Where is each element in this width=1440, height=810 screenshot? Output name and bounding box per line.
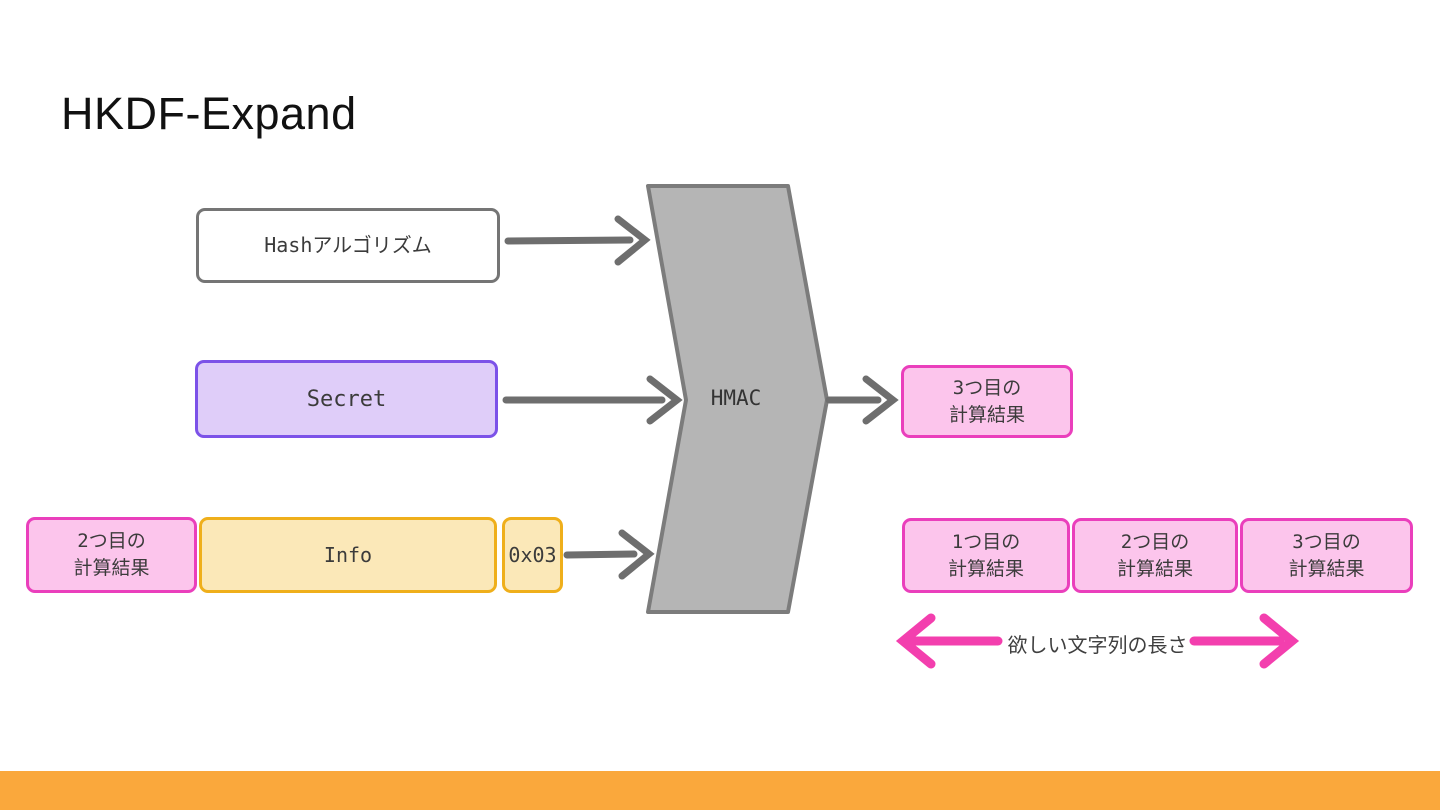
arrow-info-to-hmac (563, 529, 655, 580)
counter-byte-box: 0x03 (502, 517, 563, 593)
arrow-hmac-to-output (825, 375, 899, 425)
footer-accent-bar (0, 771, 1440, 810)
slide-title: HKDF-Expand (61, 88, 357, 139)
output-result-box: 3つ目の 計算結果 (901, 365, 1073, 438)
hash-algorithm-box: Hashアルゴリズム (196, 208, 500, 283)
hmac-label: HMAC (710, 386, 762, 410)
result1-line1: 1つ目の (951, 530, 1021, 553)
output-result-line2: 計算結果 (948, 403, 1025, 426)
desired-length-annotation: 欲しい文字列の長さ (1007, 633, 1188, 657)
previous-result-line2: 計算結果 (73, 557, 150, 579)
length-arrow-right (1189, 613, 1300, 669)
result-box-2: 2つ目の 計算結果 (1072, 518, 1238, 593)
info-box: Info (199, 517, 497, 593)
result3-line1: 3つ目の (1292, 530, 1361, 553)
output-result-line1: 3つ目の (952, 376, 1022, 399)
result1-line2: 計算結果 (947, 557, 1024, 580)
result2-line1: 2つ目の (1120, 530, 1190, 553)
previous-result-line1: 2つ目の (77, 530, 146, 552)
secret-box: Secret (195, 360, 498, 438)
hash-algorithm-label: Hashアルゴリズム (264, 233, 432, 257)
result3-line2: 計算結果 (1288, 557, 1365, 580)
length-arrow-left (895, 613, 1003, 669)
secret-label: Secret (306, 386, 387, 412)
arrow-secret-to-hmac (502, 375, 683, 425)
arrow-hash-to-hmac (504, 215, 651, 266)
info-label: Info (323, 542, 373, 567)
result-box-3: 3つ目の 計算結果 (1240, 518, 1413, 593)
result2-line2: 計算結果 (1116, 557, 1193, 580)
counter-byte-label: 0x03 (508, 542, 557, 567)
result-box-1: 1つ目の 計算結果 (902, 518, 1070, 593)
previous-result-box: 2つ目の 計算結果 (26, 517, 197, 593)
